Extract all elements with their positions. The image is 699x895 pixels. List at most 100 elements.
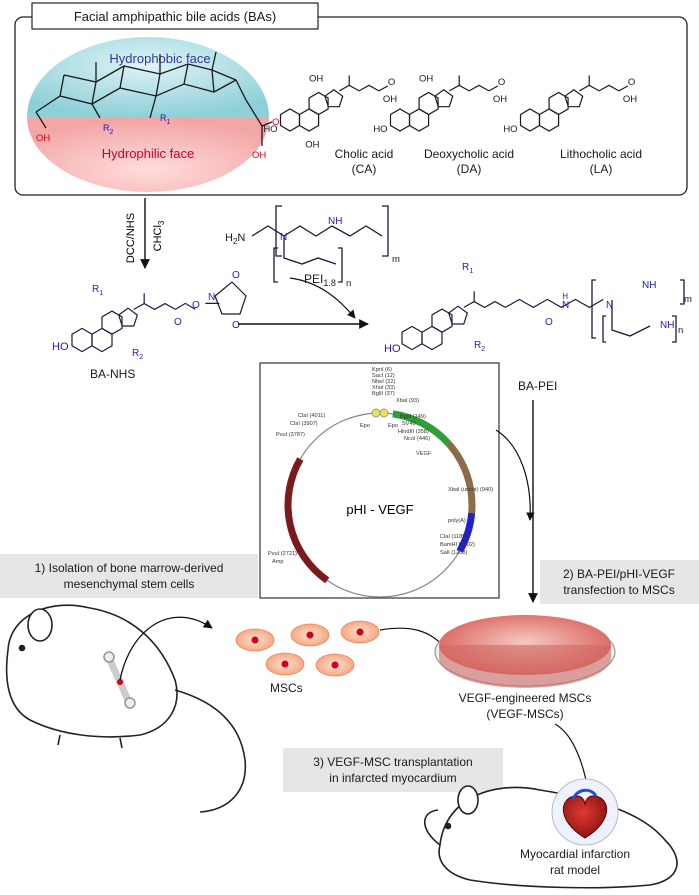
ba-pei-ho: HO xyxy=(384,343,401,355)
cholic-acid-name: Cholic acid xyxy=(335,147,394,161)
acid-oh-label: OH xyxy=(383,94,397,105)
step1-line1: 1) Isolation of bone marrow-derived xyxy=(35,561,224,575)
ba-pei-nh3: NH xyxy=(660,320,674,331)
plasmid-site: Epo xyxy=(388,423,398,429)
ba-pei-label: BA-PEI xyxy=(518,379,557,393)
steroid-side-chain xyxy=(463,300,506,309)
pei-n: n xyxy=(346,278,351,289)
step3-line1: 3) VEGF-MSC transplantation xyxy=(313,755,472,769)
steroid-ring xyxy=(418,91,439,116)
acid-ho-label: HO xyxy=(263,124,277,135)
plasmid-site: poly(A) xyxy=(448,518,466,524)
rat-model-line1: Myocardial infarction xyxy=(520,847,630,861)
acid-carbonyl xyxy=(378,85,389,92)
pei-structure: H2N N NH m n PEI1.8 xyxy=(225,205,400,289)
plasmid-site: PvuI (3787) xyxy=(276,432,305,438)
msc-nucleus xyxy=(306,631,314,639)
plasmid-site: NcoI (446) xyxy=(404,436,430,442)
bile-acid-box xyxy=(14,16,688,196)
pei-feed-arrow xyxy=(289,277,356,319)
steroid-ring-d xyxy=(434,89,454,108)
ba-nhs-r2: R2 xyxy=(132,348,143,361)
amphipathic-ellipse: Hydrophobic face Hydrophilic face R1 R2 … xyxy=(27,37,279,192)
plasmid-site: KpnI (6) xyxy=(372,367,392,373)
msc-nucleus xyxy=(331,661,339,669)
plasmid-site: Epo xyxy=(360,423,370,429)
ba-pei-n-sub: n xyxy=(678,325,683,336)
acid-o-label: O xyxy=(628,77,635,88)
pei-n1: N xyxy=(280,232,287,243)
plasmid-site: BglII (149) xyxy=(400,414,426,420)
deoxycholic-acid-name: Deoxycholic acid xyxy=(424,147,514,161)
acid-carbonyl xyxy=(618,85,629,92)
msc-nucleus xyxy=(251,636,259,644)
ba-pei-n: N xyxy=(606,300,613,311)
plasmid-name: pHI - VEGF xyxy=(346,502,413,517)
ellipse-oh-label: OH xyxy=(36,133,50,144)
steroid-ring xyxy=(71,327,93,353)
reagent-dcc-nhs: DCC/NHS xyxy=(125,213,137,263)
cholic-acid-abbr: (CA) xyxy=(352,162,377,176)
pei-chain xyxy=(505,298,604,309)
plasmid-features xyxy=(284,408,476,584)
nhs-linker xyxy=(175,302,220,310)
rat-model-line2: rat model xyxy=(550,863,600,877)
nhs-ring xyxy=(214,281,247,315)
ba-pei-o: O xyxy=(545,317,553,328)
box-title: Facial amphipathic bile acids (BAs) xyxy=(74,9,276,24)
ba-pei-r2: R2 xyxy=(474,340,485,353)
lithocholic-acid-abbr: (LA) xyxy=(590,162,613,176)
vegf-mscs-line2: (VEGF-MSCs) xyxy=(486,707,563,721)
step3-banner xyxy=(283,748,503,792)
reagent-chcl3: CHCl3 xyxy=(152,220,166,251)
plasmid-site: BglII (37) xyxy=(372,391,395,397)
plasmid-site: ClaI (3907) xyxy=(290,421,318,427)
pei-label: PEI1.8 xyxy=(304,272,336,288)
epo-marker xyxy=(379,408,389,418)
plasmid-map: pHI - VEGF KpnI (6)SacI (12)NheI (22)Xho… xyxy=(268,367,493,598)
steroid-ring-d xyxy=(447,305,469,325)
steroid-side-chain xyxy=(579,84,620,92)
r1-label: R1 xyxy=(160,113,171,126)
plasmid-site: PvuI (2721) xyxy=(268,551,297,557)
ba-nhs-structure xyxy=(71,281,247,353)
ba-pei-structure xyxy=(401,291,604,351)
rat-donor-illustration xyxy=(5,604,247,813)
step3-line2: in infarcted myocardium xyxy=(329,771,456,785)
steroid-ring xyxy=(308,91,329,116)
plasmid-site: NheI (22) xyxy=(372,379,395,385)
acid-o-label: O xyxy=(498,77,505,88)
plasmid-site: XbaI (93) xyxy=(396,398,419,404)
steroid-ring-d xyxy=(564,89,584,108)
ba-pei-nh: NH xyxy=(562,292,569,311)
vegf-mscs-line1: VEGF-engineered MSCs xyxy=(459,691,592,705)
plasmid-site: BamHI (1202) xyxy=(440,542,475,548)
ba-pei-m-sub: m xyxy=(684,294,692,305)
steroid-side-chain xyxy=(449,84,490,92)
acid-o-label: O xyxy=(388,77,395,88)
steroid-side-chain xyxy=(339,84,380,92)
plasmid-arrow xyxy=(495,429,535,521)
msc-nucleus xyxy=(356,628,364,636)
ba-nhs-r1: R1 xyxy=(92,284,103,297)
plasmid-site: XhoI (33) xyxy=(372,385,395,391)
plasmid-site: VEGF xyxy=(416,451,432,457)
mscs-label: MSCs xyxy=(270,681,303,695)
ellipse-oh-acid-label: OH xyxy=(252,150,266,161)
ba-nhs-o4: O xyxy=(232,320,240,331)
steroid-ring xyxy=(519,108,541,132)
plasmid-site-labels: KpnI (6)SacI (12)NheI (22)XhoI (33)BglII… xyxy=(268,367,493,565)
vegf-feature xyxy=(445,441,476,514)
steroid-ring xyxy=(389,108,411,132)
ba-nhs-label: BA-NHS xyxy=(90,367,135,381)
acid-oh12-label: OH xyxy=(309,74,323,85)
steroid-ring xyxy=(431,308,453,333)
ba-nhs-o: O xyxy=(174,317,182,328)
sv40-feature xyxy=(392,410,451,446)
ba-nhs-ho: HO xyxy=(52,341,69,353)
steroid-ring xyxy=(401,325,423,351)
step2-banner xyxy=(540,560,699,604)
pei-m: m xyxy=(392,254,400,265)
ba-pei-nh2: NH xyxy=(642,280,656,291)
